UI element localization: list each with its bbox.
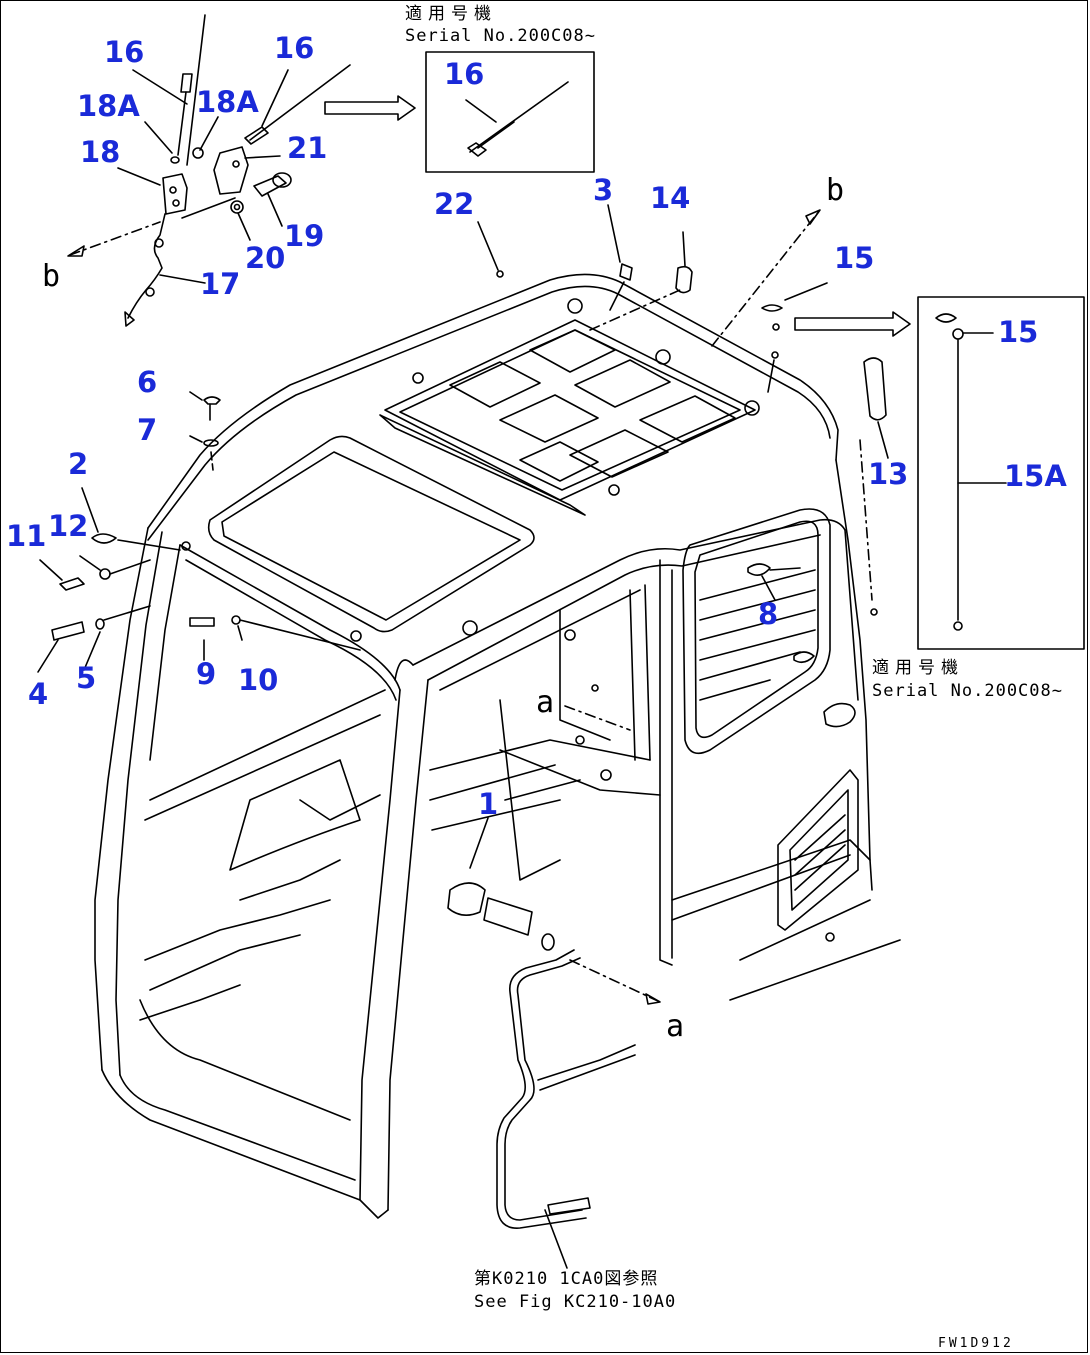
callout-16-a: 16 xyxy=(104,35,145,69)
serial-note-right-jp: 適用号機 xyxy=(872,658,964,678)
callout-18: 18 xyxy=(80,135,121,169)
callout-7: 7 xyxy=(137,413,158,447)
callout-15-inset: 15 xyxy=(998,315,1039,349)
callout-8: 8 xyxy=(758,597,779,631)
arrow-to-right-inset xyxy=(794,311,911,337)
callout-3: 3 xyxy=(593,173,614,207)
callout-14: 14 xyxy=(650,181,691,215)
callout-9: 9 xyxy=(196,657,217,691)
callout-10: 10 xyxy=(238,663,279,697)
callout-11: 11 xyxy=(6,519,47,553)
callout-22: 22 xyxy=(434,187,475,221)
callout-1: 1 xyxy=(478,787,499,821)
callout-5: 5 xyxy=(76,661,97,695)
serial-note-right-en: Serial No.200C08~ xyxy=(872,681,1063,701)
serial-note-top-en: Serial No.200C08~ xyxy=(405,26,596,46)
callout-15: 15 xyxy=(834,241,875,275)
ref-a-mid: a xyxy=(536,685,555,720)
callout-19: 19 xyxy=(284,219,325,253)
see-figure-note-en: See Fig KC210-10A0 xyxy=(474,1292,677,1312)
callout-2: 2 xyxy=(68,447,89,481)
arrow-to-top-inset xyxy=(324,95,416,121)
inset-box-right xyxy=(917,296,1085,650)
drawing-id: FW1D912 xyxy=(938,1336,1014,1351)
antenna-15-inset-icon xyxy=(935,313,1007,631)
callout-17: 17 xyxy=(200,267,241,301)
callout-6: 6 xyxy=(137,365,158,399)
callout-16-inset: 16 xyxy=(444,57,485,91)
ref-b-left: b xyxy=(42,259,61,294)
callout-13: 13 xyxy=(868,457,909,491)
cab-frame-icon xyxy=(94,273,901,1219)
see-figure-note-jp: 第K0210 1CA0図参照 xyxy=(474,1269,659,1289)
callout-20: 20 xyxy=(245,241,286,275)
callout-18a-right: 18A xyxy=(196,85,259,119)
serial-note-top-jp: 適用号機 xyxy=(405,4,497,24)
antenna-inset-icon xyxy=(465,81,569,157)
leader-lines xyxy=(37,204,889,1269)
callout-4: 4 xyxy=(28,677,49,711)
callout-16-b: 16 xyxy=(274,31,315,65)
ref-b-top: b xyxy=(826,173,845,208)
callout-15a-inset: 15A xyxy=(1004,459,1067,493)
callout-12: 12 xyxy=(48,509,89,543)
callout-21: 21 xyxy=(287,131,328,165)
ref-a-bottom: a xyxy=(666,1009,685,1044)
mount-bracket-assembly-icon xyxy=(67,14,351,327)
inset-box-top xyxy=(425,51,595,173)
callout-18a-left: 18A xyxy=(77,89,140,123)
